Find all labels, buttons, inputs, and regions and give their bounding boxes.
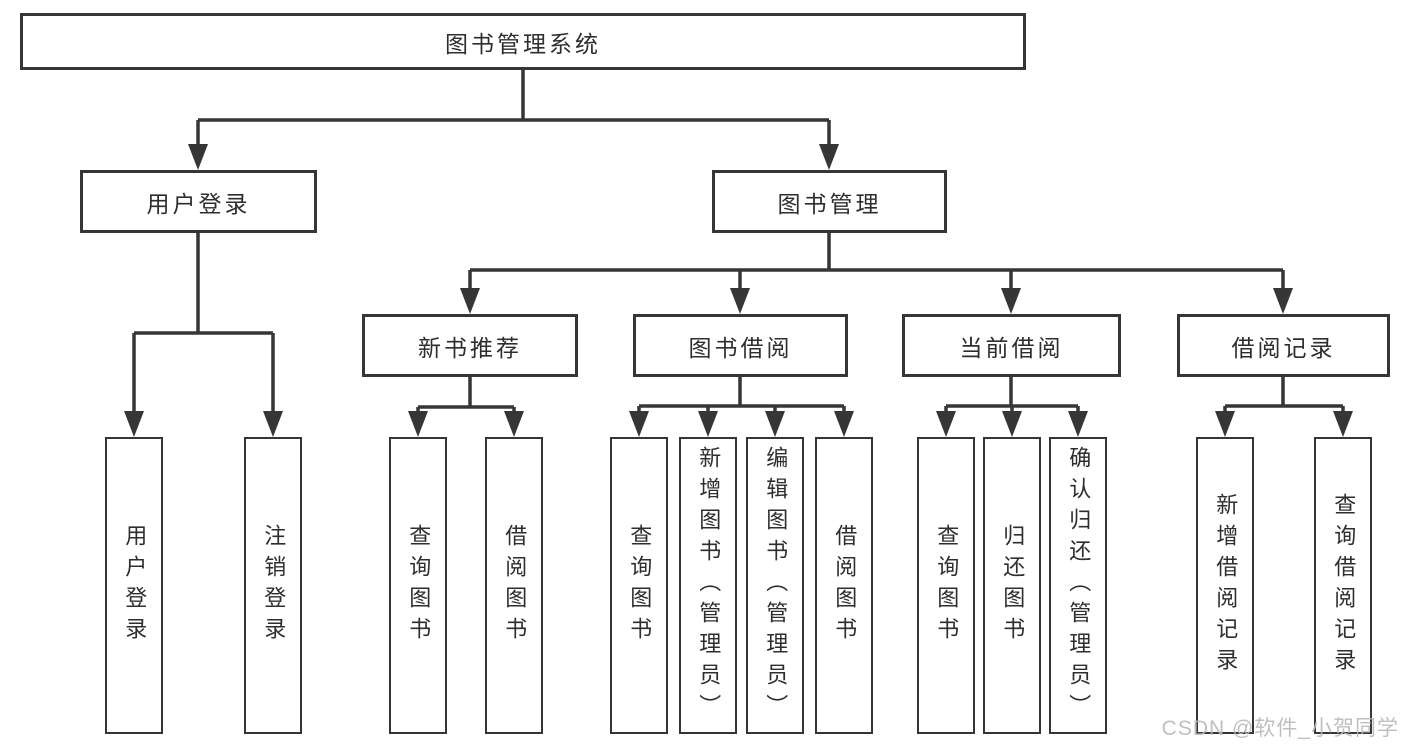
- arrowheads: [124, 144, 1353, 437]
- leaf-borrowing-add-books-admin-label: 新增图书（管理员）: [696, 446, 722, 725]
- leaf-user-logout: 注销登录: [244, 437, 302, 734]
- node-new-book-recommend-label: 新书推荐: [418, 334, 522, 361]
- leaf-user-logout-label: 注销登录: [261, 523, 287, 648]
- leaf-current-confirm-return-admin-label: 确认归还（管理员）: [1066, 446, 1092, 725]
- leaf-borrowing-borrow-books-label: 借阅图书: [832, 523, 858, 648]
- node-book-management: 图书管理: [712, 170, 947, 233]
- node-book-management-label: 图书管理: [777, 190, 882, 217]
- leaf-recommend-query-books-label: 查询图书: [406, 523, 432, 648]
- node-borrow-records: 借阅记录: [1177, 314, 1390, 377]
- node-borrow-records-label: 借阅记录: [1231, 334, 1336, 361]
- leaf-recommend-query-books: 查询图书: [389, 437, 447, 734]
- leaf-recommend-borrow-books: 借阅图书: [485, 437, 543, 734]
- leaf-borrowing-query-books-label: 查询图书: [627, 523, 653, 648]
- leaf-user-login: 用户登录: [105, 437, 163, 734]
- leaf-current-confirm-return-admin: 确认归还（管理员）: [1049, 437, 1107, 734]
- node-current-borrowing: 当前借阅: [902, 314, 1121, 377]
- leaf-current-return-books: 归还图书: [983, 437, 1041, 734]
- leaf-borrowing-query-books: 查询图书: [610, 437, 668, 734]
- leaf-borrowing-add-books-admin: 新增图书（管理员）: [679, 437, 737, 734]
- node-root-label: 图书管理系统: [445, 30, 601, 57]
- leaf-recommend-borrow-books-label: 借阅图书: [502, 523, 528, 648]
- node-user-login-branch: 用户登录: [80, 170, 317, 233]
- node-book-borrowing-label: 图书借阅: [688, 334, 793, 361]
- node-current-borrowing-label: 当前借阅: [959, 334, 1064, 361]
- leaf-records-add-borrow-record-label: 新增借阅记录: [1213, 492, 1239, 679]
- leaf-records-add-borrow-record: 新增借阅记录: [1196, 437, 1254, 734]
- node-book-borrowing: 图书借阅: [633, 314, 848, 377]
- csdn-watermark: CSDN @软件_小贺同学: [1161, 717, 1399, 740]
- leaf-borrowing-edit-books-admin: 编辑图书（管理员）: [746, 437, 804, 734]
- node-user-login-branch-label: 用户登录: [146, 190, 251, 217]
- leaf-current-query-books-label: 查询图书: [934, 523, 960, 648]
- node-root: 图书管理系统: [20, 13, 1026, 70]
- leaf-borrowing-edit-books-admin-label: 编辑图书（管理员）: [763, 446, 789, 725]
- leaf-user-login-label: 用户登录: [122, 523, 148, 648]
- leaf-borrowing-borrow-books: 借阅图书: [815, 437, 873, 734]
- node-new-book-recommend: 新书推荐: [362, 314, 578, 377]
- leaf-current-query-books: 查询图书: [917, 437, 975, 734]
- leaf-records-query-borrow-record-label: 查询借阅记录: [1331, 492, 1357, 679]
- leaf-current-return-books-label: 归还图书: [1000, 523, 1026, 648]
- leaf-records-query-borrow-record: 查询借阅记录: [1314, 437, 1372, 734]
